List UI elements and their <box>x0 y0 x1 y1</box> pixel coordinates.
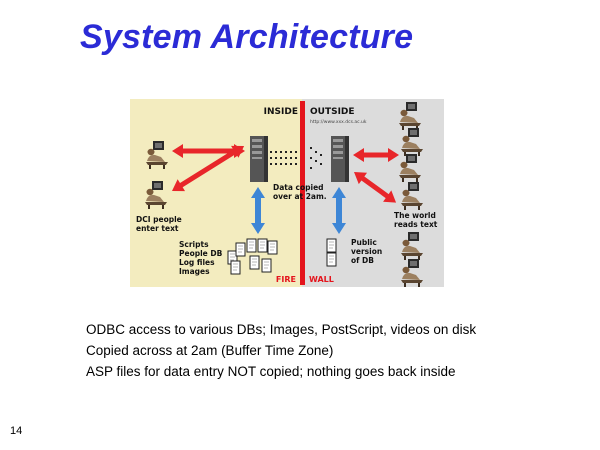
fire-label: FIRE <box>276 275 296 284</box>
dci-people-line2: enter text <box>136 224 179 233</box>
inside-zone <box>130 99 302 287</box>
slide-number: 14 <box>10 425 23 437</box>
public-line2: version <box>351 247 382 256</box>
outside-storage-arrow <box>332 187 346 234</box>
images-line: Images <box>179 267 210 276</box>
outside-access-arrow <box>353 148 399 203</box>
data-transfer-dots <box>270 147 322 169</box>
inside-access-arrow <box>172 144 245 192</box>
world-line2: reads text <box>394 220 438 229</box>
inside-server-icon <box>250 136 268 182</box>
firewall-line <box>300 101 305 285</box>
public-db-icon <box>326 238 337 267</box>
bullet-item: Copied across at 2am (Buffer Time Zone) <box>86 343 334 358</box>
bullet-item: ODBC access to various DBs; Images, Post… <box>86 322 477 337</box>
log-files-line: Log files <box>179 258 215 267</box>
slide-title: System Architecture <box>80 18 414 56</box>
url-text: http://www.xxx.dcs.ac.uk <box>310 119 367 125</box>
data-copied-line1: Data copied <box>273 183 324 192</box>
people-db-line: People DB <box>179 249 223 258</box>
inside-storage-arrow <box>251 187 265 234</box>
outside-server-icon <box>331 136 349 182</box>
world-line1: The world <box>394 211 436 220</box>
public-line1: Public <box>351 238 377 247</box>
wall-label: WALL <box>309 275 334 284</box>
scripts-line: Scripts <box>179 240 209 249</box>
bullet-item: ASP files for data entry NOT copied; not… <box>86 364 456 379</box>
architecture-diagram: INSIDE OUTSIDE http://www.xxx.dcs.ac.uk <box>130 99 444 287</box>
public-line3: of DB <box>351 256 374 265</box>
inside-label: INSIDE <box>264 107 298 117</box>
data-copied-line2: over at 2am. <box>273 192 327 201</box>
dci-people-line1: DCI people <box>136 215 182 224</box>
outside-label: OUTSIDE <box>310 107 355 117</box>
bullet-list: ODBC access to various DBs; Images, Post… <box>86 319 476 382</box>
